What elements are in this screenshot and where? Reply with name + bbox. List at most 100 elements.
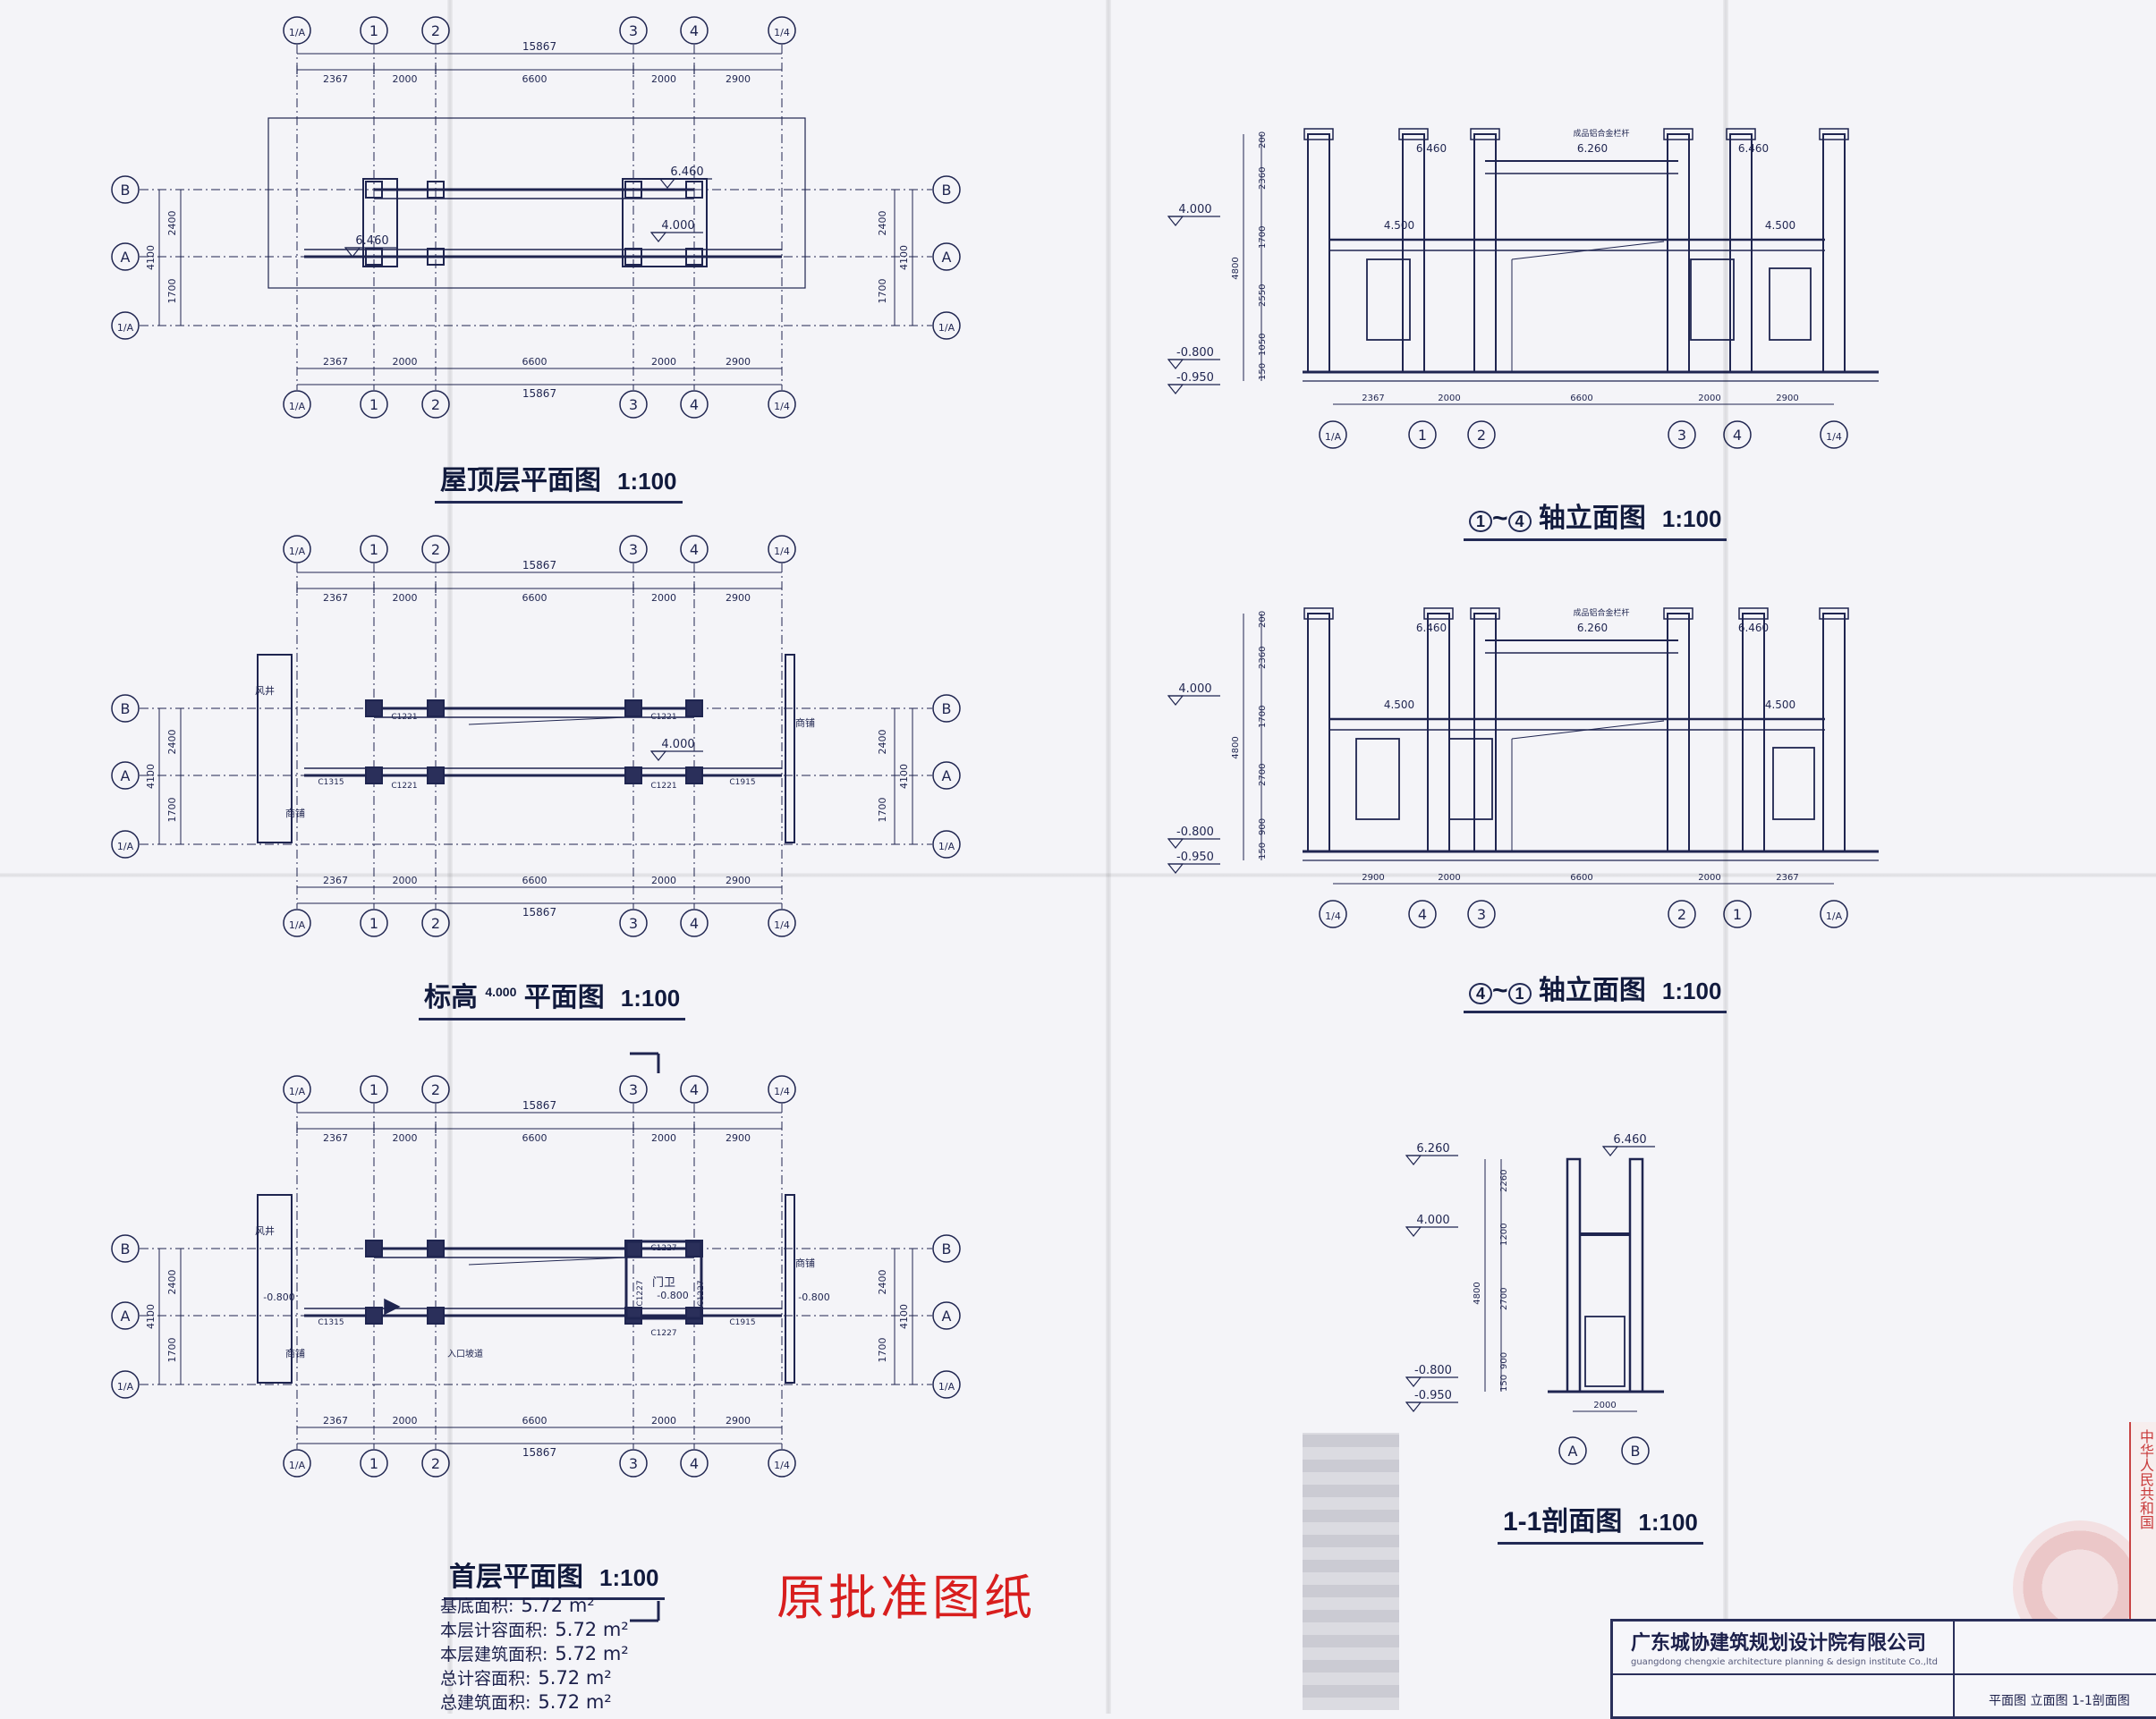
- dimension-label: 2260: [1499, 1170, 1509, 1192]
- axis-bubble: [111, 175, 140, 204]
- dimension-label: 2900: [726, 356, 751, 368]
- scale-label: 1:100: [620, 985, 681, 1012]
- axis-label: 1/A: [117, 1381, 134, 1393]
- axis-label: 1: [369, 915, 378, 932]
- column: [685, 766, 703, 784]
- dimension-label: 4100: [898, 245, 910, 270]
- level-label: 6.460: [1416, 142, 1447, 155]
- pier-cap: [1738, 607, 1769, 620]
- dimension-label: 2900: [726, 73, 751, 85]
- dimension-label: 2360: [1258, 167, 1268, 190]
- axis-label: 1: [1733, 906, 1742, 923]
- axis-bubble: [111, 1234, 140, 1263]
- axis-bubble: [111, 830, 140, 859]
- axis-bubble: [619, 1075, 648, 1104]
- column: [685, 1307, 703, 1325]
- dimension-label: 2900: [726, 1415, 751, 1427]
- room-label: 风井: [255, 1224, 275, 1237]
- axis-bubble: [680, 390, 709, 419]
- axis-label: B: [942, 700, 952, 717]
- axis-bubble-label: 4: [1507, 511, 1532, 532]
- room-label: 风井: [255, 684, 275, 697]
- axis-label: 1/4: [774, 401, 790, 412]
- axis-label: 2: [1677, 906, 1686, 923]
- area-value: 5.72 m²: [538, 1667, 612, 1689]
- guard-room: [624, 1240, 703, 1320]
- level-marker: [1167, 384, 1184, 394]
- axis-label: 2: [431, 396, 440, 413]
- axis-label: 3: [629, 396, 638, 413]
- dimension-label: 900: [1499, 1352, 1509, 1369]
- level-label: -0.800: [1176, 826, 1214, 839]
- window: [1769, 267, 1812, 341]
- pier-cap: [1663, 128, 1693, 140]
- axis-bubble: [421, 535, 450, 563]
- axis-label: 2: [431, 915, 440, 932]
- column: [624, 699, 642, 717]
- stamp-text: 中华人民共和国: [2137, 1429, 2154, 1529]
- dimension-label: 6600: [522, 592, 547, 604]
- column: [427, 1307, 445, 1325]
- level-label: 4.500: [1384, 699, 1414, 711]
- dimension-label: 6600: [522, 875, 547, 886]
- area-label: 本层建筑面积:: [440, 1645, 548, 1664]
- axis-bubble-label: 1: [1469, 511, 1493, 532]
- axis-label: A: [121, 1308, 131, 1325]
- axis-label: 1/4: [774, 1460, 790, 1471]
- dimension-label: 4100: [898, 764, 910, 789]
- axis-bubble: [1467, 420, 1496, 449]
- axis-label: 2: [431, 541, 440, 558]
- pier: [1667, 133, 1690, 373]
- axis-label: A: [942, 1308, 952, 1325]
- title-block-divider: [1953, 1622, 1955, 1716]
- elevation-4-1-title-text: 轴立面图: [1538, 976, 1646, 1005]
- axis-label: A: [121, 767, 131, 784]
- area-value: 5.72 m²: [521, 1595, 595, 1616]
- dimension-label: 150: [1499, 1375, 1509, 1392]
- dimension-label: 1700: [877, 1338, 888, 1363]
- axis-label: 1/A: [289, 401, 306, 412]
- axis-bubble: [1319, 420, 1347, 449]
- axis-label: 4: [690, 915, 699, 932]
- section-title-text: 1-1剖面图: [1503, 1507, 1623, 1537]
- level-label: -0.800: [798, 1291, 829, 1303]
- axis-label: 2: [1477, 427, 1486, 444]
- axis-label: 1: [369, 1455, 378, 1472]
- axis-bubble: [1621, 1436, 1650, 1465]
- approval-stamp-text: 原批准图纸: [777, 1570, 1036, 1626]
- level-marker: [1167, 359, 1184, 369]
- level-marker: [1405, 1155, 1422, 1165]
- axis-bubble: [932, 242, 961, 271]
- side-wall: [785, 654, 795, 843]
- axis-bubble: [1558, 1436, 1587, 1465]
- level-marker: [1167, 216, 1184, 226]
- axis-bubble: [932, 175, 961, 204]
- window: [1355, 738, 1400, 820]
- dimension-label: 1700: [1258, 706, 1268, 728]
- elevation-1-4-title-text: 轴立面图: [1538, 504, 1646, 533]
- dimension-label: 1700: [877, 798, 888, 823]
- ramp-line: [1511, 720, 1665, 740]
- axis-bubble: [768, 909, 796, 937]
- pier-cap: [1819, 128, 1849, 140]
- level-marker: [1167, 695, 1184, 706]
- pier: [1822, 133, 1846, 373]
- level-label: -0.950: [1176, 371, 1214, 385]
- area-value: 5.72 m²: [555, 1643, 629, 1664]
- axis-bubble: [360, 909, 388, 937]
- dimension-label: 2367: [323, 592, 348, 604]
- dimension-total: 15867: [522, 1446, 556, 1459]
- axis-bubble: [680, 535, 709, 563]
- area-row: 总计容面积:5.72 m²: [440, 1666, 629, 1690]
- window-tag: C1221: [650, 782, 676, 791]
- dimension-label: 2900: [726, 592, 751, 604]
- window-tag: C1221: [391, 782, 417, 791]
- window-tag: C1227: [697, 1280, 706, 1306]
- dimension-label: 2700: [1499, 1288, 1509, 1310]
- dimension-label: 2360: [1258, 647, 1268, 669]
- pier: [1402, 133, 1425, 373]
- dimension-label: 2400: [877, 211, 888, 236]
- axis-bubble: [1820, 900, 1848, 928]
- column: [365, 1240, 383, 1257]
- redacted-signature-area: [1303, 1433, 1399, 1710]
